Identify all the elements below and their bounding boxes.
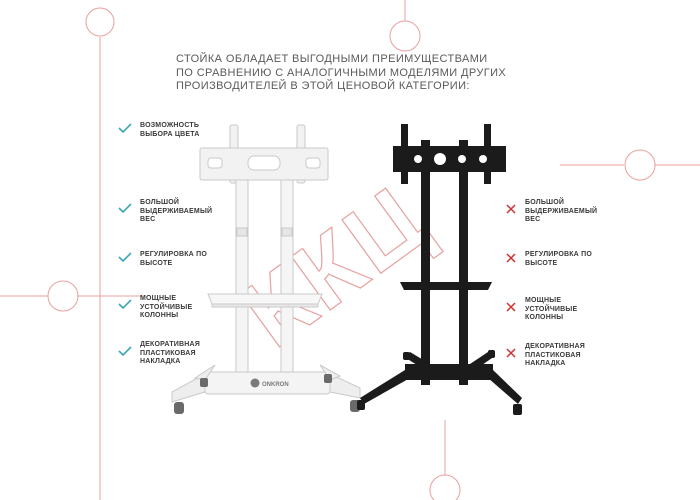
heading-line: ПРОИЗВОДИТЕЛЕЙ В ЭТОЙ ЦЕНОВОЙ КАТЕГОРИИ: — [176, 80, 470, 92]
feature-text: ПЛАСТИКОВАЯ — [140, 349, 196, 357]
check-icon — [118, 252, 132, 262]
feature-text: КОЛОННЫ — [140, 312, 179, 320]
check-icon — [118, 123, 132, 133]
feature-text: РЕГУЛИРОВКА ПО — [525, 251, 592, 258]
advantage-high-load: БОЛЬШОЙ ВЫДЕРЖИВАЕМЫЙ ВЕС — [140, 199, 212, 225]
feature-text: ВЕС — [140, 216, 156, 224]
feature-text: МОЩНЫЕ — [140, 295, 177, 302]
heading-line: СТОЙКА ОБЛАДАЕТ ВЫГОДНЫМИ ПРЕИМУЩЕСТВАМИ — [176, 53, 488, 65]
feature-text: ВЕС — [525, 216, 541, 224]
competitor-high-load: БОЛЬШОЙ ВЫДЕРЖИВАЕМЫЙ ВЕС — [525, 199, 597, 225]
feature-text: ВЫСОТЕ — [140, 259, 173, 267]
feature-text: ВОЗМОЖНОСТЬ — [140, 122, 200, 129]
feature-text: УСТОЙЧИВЫЕ — [140, 303, 193, 311]
feature-text: КОЛОННЫ — [525, 314, 564, 322]
feature-text: БОЛЬШОЙ — [140, 199, 180, 206]
feature-text: ВЫДЕРЖИВАЕМЫЙ — [140, 207, 213, 215]
advantage-decorative-cover: ДЕКОРАТИВНАЯ ПЛАСТИКОВАЯ НАКЛАДКА — [140, 341, 200, 367]
check-icon — [118, 346, 132, 356]
cross-icon — [506, 204, 516, 214]
advantage-color-choice: ВОЗМОЖНОСТЬ ВЫБОРА ЦВЕТА — [140, 122, 200, 139]
feature-text: БОЛЬШОЙ — [525, 199, 565, 206]
feature-text: ДЕКОРАТИВНАЯ — [525, 343, 586, 350]
competitor-height-adjust: РЕГУЛИРОВКА ПО ВЫСОТЕ — [525, 251, 592, 268]
feature-text: ВЫДЕРЖИВАЕМЫЙ — [525, 207, 598, 215]
advantage-strong-columns: МОЩНЫЕ УСТОЙЧИВЫЕ КОЛОННЫ — [140, 295, 192, 321]
feature-text: МОЩНЫЕ — [525, 297, 562, 304]
feature-text: РЕГУЛИРОВКА ПО — [140, 251, 207, 258]
feature-text: ВЫБОРА ЦВЕТА — [140, 130, 200, 138]
heading-line: ПО СРАВНЕНИЮ С АНАЛОГИЧНЫМИ МОДЕЛЯМИ ДРУ… — [176, 66, 507, 79]
feature-text: ВЫСОТЕ — [525, 259, 558, 267]
feature-text: НАКЛАДКА — [140, 358, 181, 366]
competitor-decorative-cover: ДЕКОРАТИВНАЯ ПЛАСТИКОВАЯ НАКЛАДКА — [525, 343, 585, 369]
cross-icon — [506, 253, 516, 263]
check-icon — [118, 203, 132, 213]
brand-label: ONKRON — [262, 382, 289, 388]
comparison-heading: СТОЙКА ОБЛАДАЕТ ВЫГОДНЫМИ ПРЕИМУЩЕСТВАМИ… — [176, 53, 507, 94]
advantage-height-adjust: РЕГУЛИРОВКА ПО ВЫСОТЕ — [140, 251, 207, 268]
feature-text: ДЕКОРАТИВНАЯ — [140, 341, 201, 348]
cross-icon — [506, 348, 516, 358]
check-icon — [118, 299, 132, 309]
feature-text: НАКЛАДКА — [525, 360, 566, 368]
competitor-strong-columns: МОЩНЫЕ УСТОЙЧИВЫЕ КОЛОННЫ — [525, 297, 577, 323]
feature-text: УСТОЙЧИВЫЕ — [525, 305, 578, 313]
feature-text: ПЛАСТИКОВАЯ — [525, 351, 581, 359]
cross-icon — [506, 302, 516, 312]
